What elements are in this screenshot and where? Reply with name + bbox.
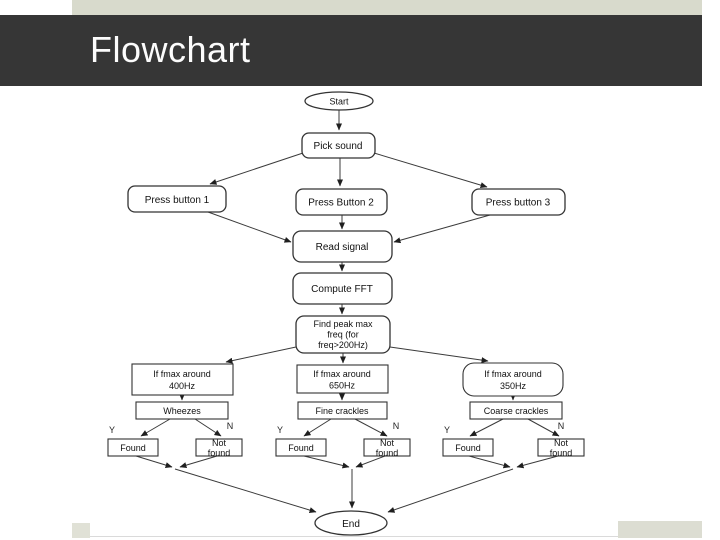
node-coarse-crackles-label: Coarse crackles	[484, 406, 549, 416]
node-if-fmax-650: If fmax around 650Hz	[296, 364, 389, 394]
edge-findpeak-if400	[225, 346, 297, 364]
node-found-3-label: Found	[455, 443, 481, 453]
node-not-found-1: Not found	[195, 438, 243, 458]
node-found-2: Found	[275, 438, 327, 457]
node-find-peak-line1: Find peak max	[313, 319, 373, 329]
node-not-found-1-line1: Not	[212, 438, 227, 448]
node-fine-crackles: Fine crackles	[297, 401, 388, 420]
edge-notfound3-merge3	[516, 455, 559, 469]
node-find-peak: Find peak max freq (for freq>200Hz)	[295, 315, 391, 354]
title-bar: Flowchart	[0, 15, 702, 86]
node-found-1: Found	[107, 438, 159, 457]
diagram-panel-bottom-edge	[90, 536, 618, 537]
node-if-fmax-650-line2: 650Hz	[329, 381, 356, 391]
edge-notfound2-merge2	[355, 455, 386, 468]
node-fine-crackles-label: Fine crackles	[315, 406, 369, 416]
edge-found1-merge1	[135, 455, 173, 468]
edge-finecrackles-notfound2	[354, 418, 388, 437]
node-find-peak-line3: freq>200Hz)	[318, 340, 368, 350]
edge-merge1-end	[174, 468, 317, 513]
node-start: Start	[304, 91, 374, 111]
edge-button1-readsignal	[207, 211, 292, 243]
edge-finecrackles-found2	[303, 418, 332, 437]
node-coarse-crackles: Coarse crackles	[469, 401, 563, 420]
edge-notfound1-merge1	[179, 455, 218, 469]
branch-yes-label-1: Y	[109, 425, 115, 435]
node-wheezes: Wheezes	[135, 401, 229, 420]
node-pick-sound: Pick sound	[301, 132, 376, 159]
node-not-found-2: Not found	[363, 438, 411, 458]
node-read-signal: Read signal	[292, 230, 393, 263]
node-if-fmax-650-line1: If fmax around	[313, 369, 371, 379]
node-press-button-2-label: Press Button 2	[308, 198, 374, 209]
top-accent-strip	[72, 0, 702, 15]
node-press-button-2: Press Button 2	[295, 188, 388, 216]
node-found-2-label: Found	[288, 443, 314, 453]
edge-found2-merge2	[303, 455, 350, 469]
node-found-3: Found	[442, 438, 494, 457]
node-press-button-3-label: Press button 3	[486, 198, 551, 209]
node-not-found-3: Not found	[537, 438, 585, 458]
branch-no-label-1: N	[227, 421, 234, 431]
slide-title: Flowchart	[90, 29, 251, 70]
edge-found3-merge3	[468, 455, 511, 469]
edge-button3-readsignal	[393, 214, 491, 244]
node-wheezes-label: Wheezes	[163, 406, 201, 416]
node-not-found-2-line2: found	[376, 448, 399, 458]
node-press-button-3: Press button 3	[471, 188, 566, 216]
node-if-fmax-350-line2: 350Hz	[500, 381, 527, 391]
node-start-label: Start	[329, 97, 349, 107]
node-if-fmax-400-line1: If fmax around	[153, 369, 211, 379]
node-end-label: End	[342, 519, 360, 530]
edge-picksound-button1	[209, 152, 304, 185]
node-not-found-1-line2: found	[208, 448, 231, 458]
edge-findpeak-if350	[389, 346, 489, 364]
node-not-found-3-line2: found	[550, 448, 573, 458]
edge-merge3-end	[387, 468, 514, 513]
branch-labels: Y N Y N Y N	[109, 421, 564, 435]
edge-wheezes-notfound1	[194, 418, 222, 437]
node-if-fmax-350-line1: If fmax around	[484, 369, 542, 379]
bottom-left-accent	[72, 523, 90, 538]
node-read-signal-label: Read signal	[316, 242, 369, 253]
node-not-found-2-line1: Not	[380, 438, 395, 448]
node-press-button-1: Press button 1	[127, 185, 227, 213]
node-if-fmax-400-line2: 400Hz	[169, 381, 196, 391]
branch-no-label-2: N	[393, 421, 400, 431]
flowchart-edges	[135, 110, 560, 513]
node-find-peak-line2: freq (for	[327, 330, 359, 340]
node-press-button-1-label: Press button 1	[145, 195, 210, 206]
node-found-1-label: Found	[120, 443, 146, 453]
node-if-fmax-350: If fmax around 350Hz	[462, 362, 564, 397]
branch-yes-label-2: Y	[277, 425, 283, 435]
edge-coarsecrackles-found3	[469, 418, 504, 437]
branch-no-label-3: N	[558, 421, 565, 431]
node-if-fmax-400: If fmax around 400Hz	[131, 363, 234, 396]
node-compute-fft-label: Compute FFT	[311, 284, 373, 295]
edge-picksound-button3	[373, 152, 488, 188]
node-compute-fft: Compute FFT	[292, 272, 393, 305]
node-end: End	[314, 510, 388, 536]
edge-coarsecrackles-notfound3	[527, 418, 560, 437]
node-not-found-3-line1: Not	[554, 438, 569, 448]
edge-wheezes-found1	[140, 418, 171, 437]
bottom-right-accent	[618, 521, 702, 538]
branch-yes-label-3: Y	[444, 425, 450, 435]
node-pick-sound-label: Pick sound	[314, 141, 363, 152]
